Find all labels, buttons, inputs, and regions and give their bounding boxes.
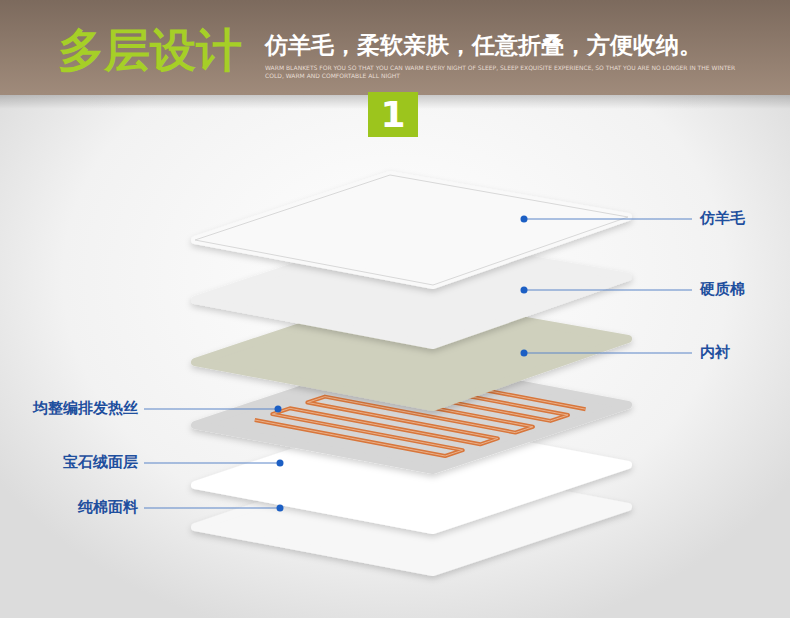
header-band: [0, 0, 790, 95]
title: 多层设计: [58, 20, 242, 82]
layer-label: 内衬: [700, 343, 730, 363]
leader-lines: [144, 219, 692, 508]
wool-layer: [195, 175, 628, 285]
leader-dots: [275, 216, 528, 512]
badge-number: 1: [380, 97, 405, 133]
english-note: WARM BLANKETS FOR YOU SO THAT YOU CAN WA…: [265, 64, 745, 80]
number-badge: 1: [368, 92, 418, 137]
wool-edge: [195, 175, 628, 285]
layer-label: 仿羊毛: [700, 209, 745, 229]
layer-label: 纯棉面料: [78, 498, 138, 518]
subtitle: 仿羊毛，柔软亲肤，任意折叠，方便收纳。: [265, 31, 702, 61]
layer-label: 均整编排发热丝: [33, 399, 138, 419]
layer-label: 宝石绒面层: [63, 453, 138, 473]
layer-label: 硬质棉: [700, 280, 745, 300]
